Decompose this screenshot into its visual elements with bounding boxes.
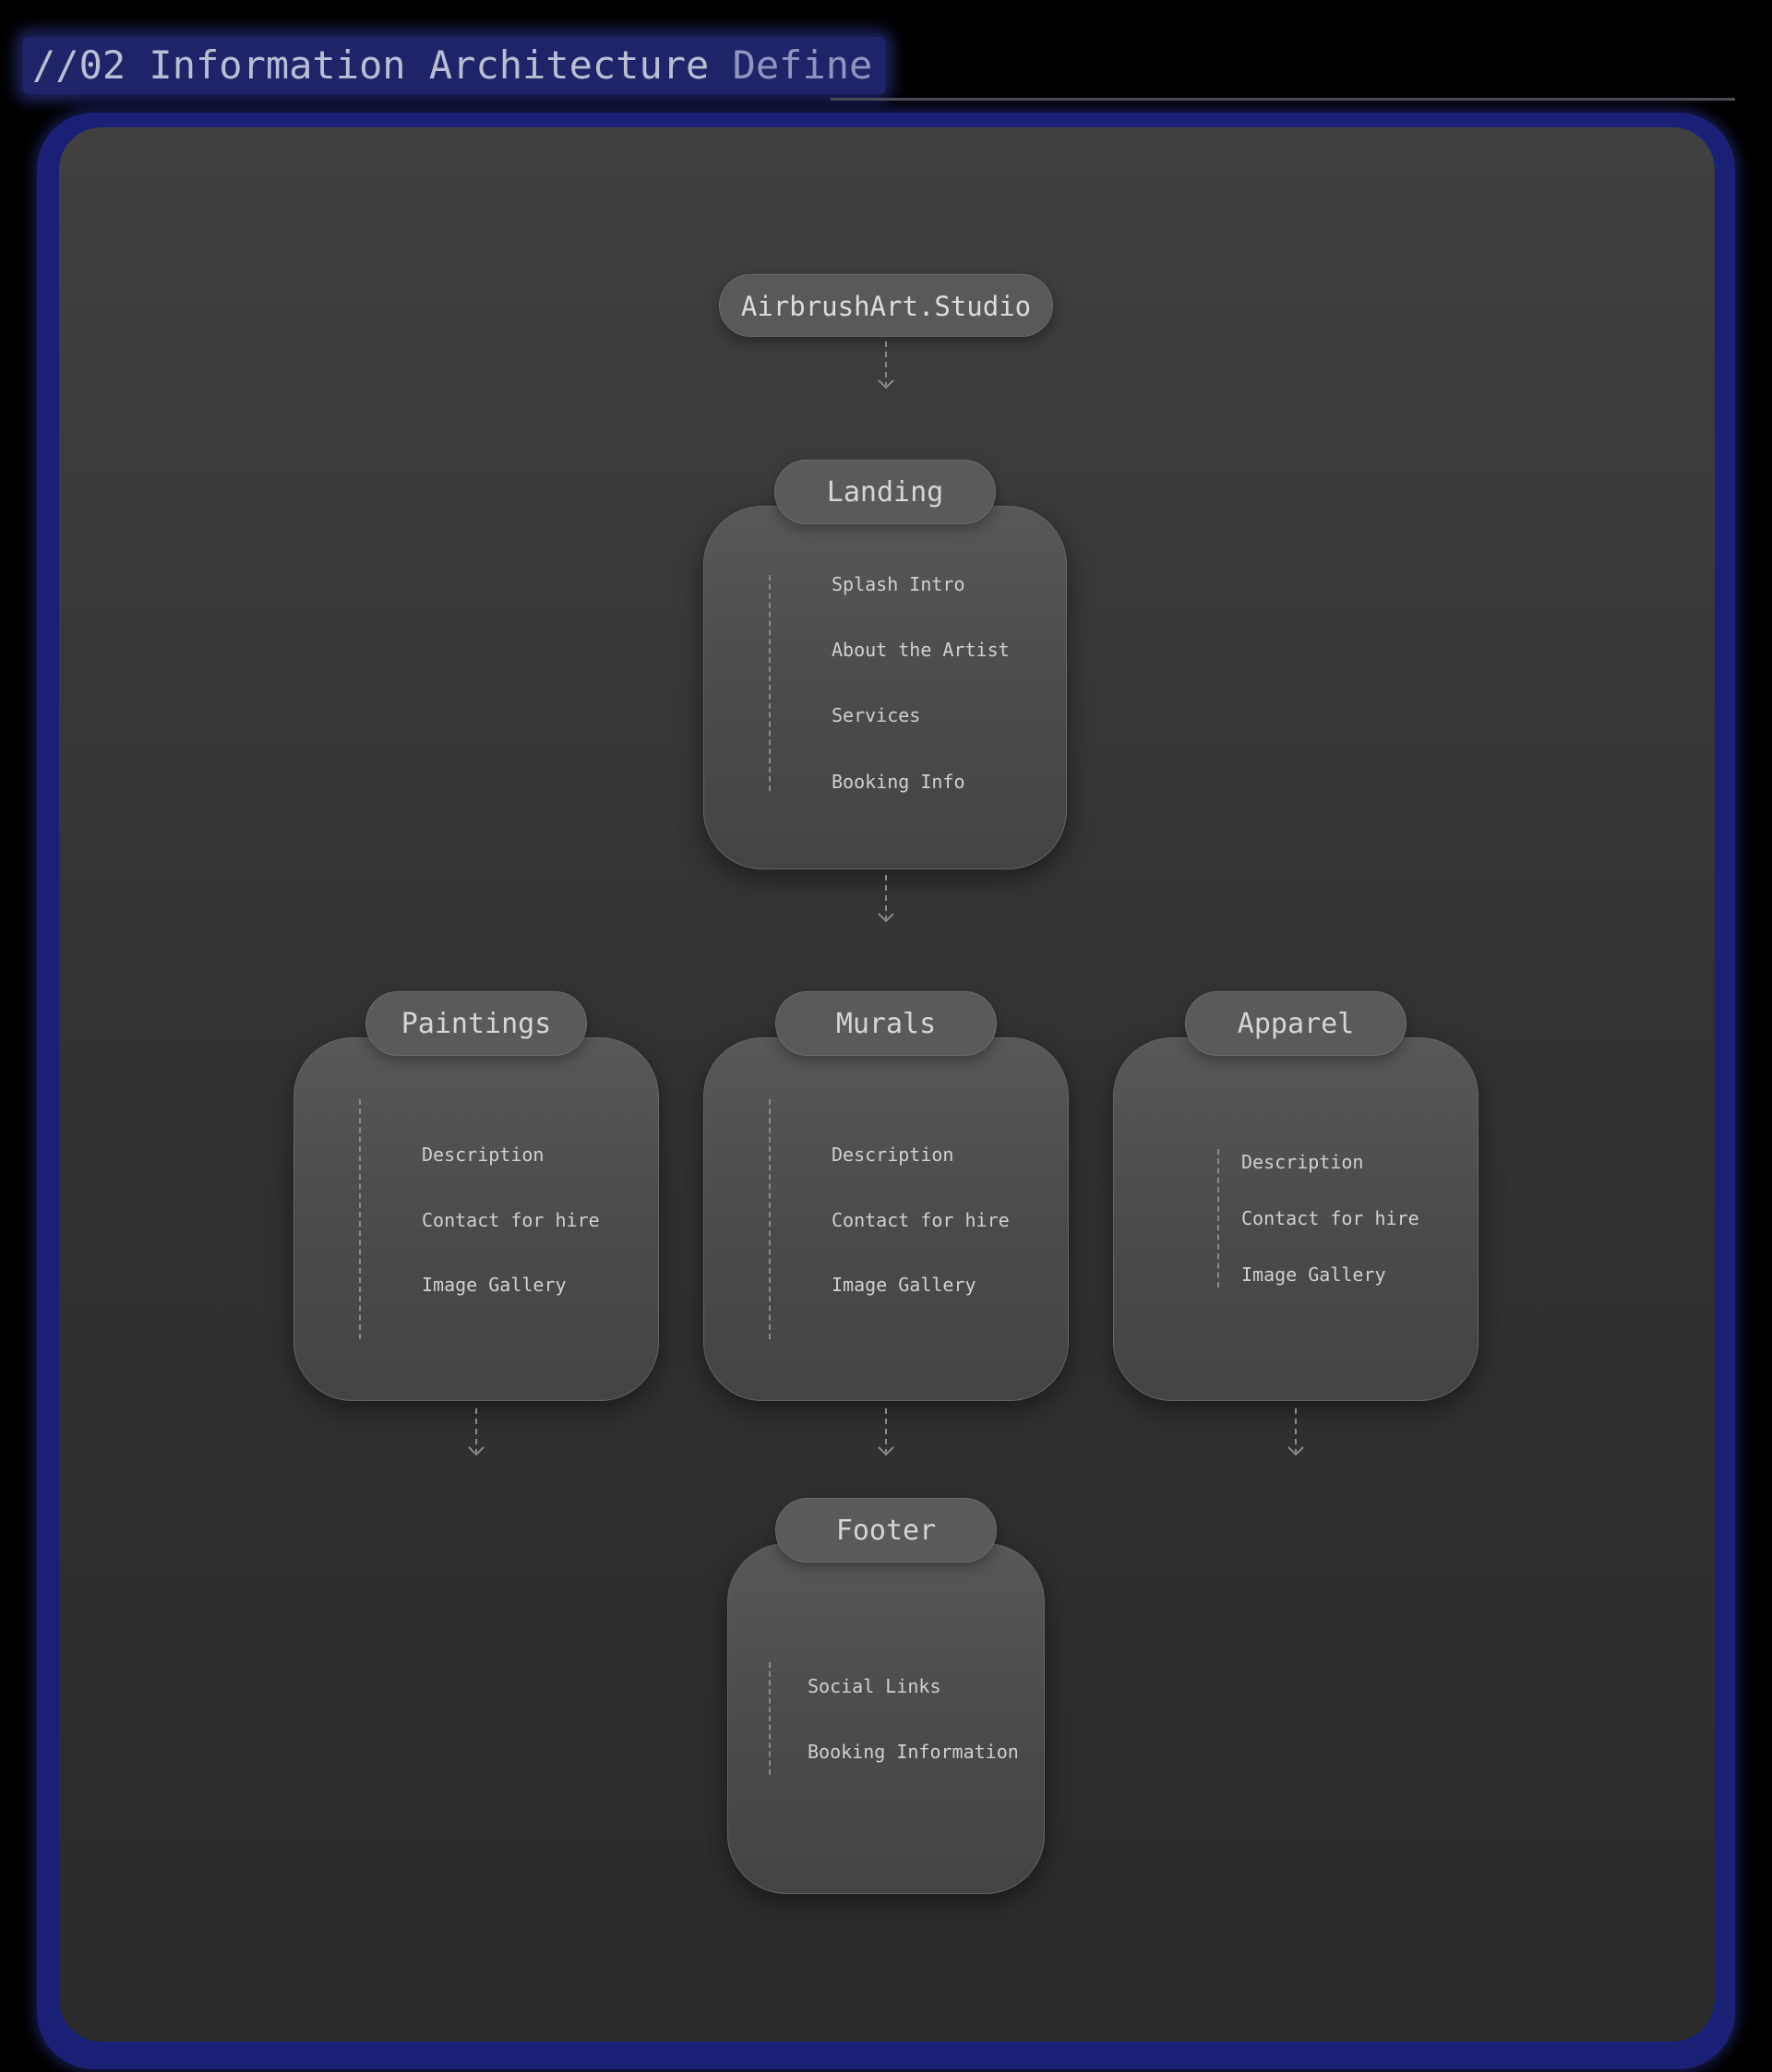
footer-label: Footer xyxy=(775,1498,997,1563)
murals-card: Description Contact for hire Image Galle… xyxy=(703,1037,1069,1401)
page-title: //02 Information Architecture Define xyxy=(23,37,886,94)
title-divider xyxy=(831,98,1735,101)
footer-card: Social Links Booking Information xyxy=(727,1543,1045,1894)
connector-root-landing xyxy=(878,341,894,389)
paintings-item-description: Description xyxy=(422,1144,545,1166)
footer-item-booking-information: Booking Information xyxy=(808,1741,1019,1763)
landing-item-list: Splash Intro About the Artist Services B… xyxy=(769,573,1010,793)
murals-item-gallery: Image Gallery xyxy=(832,1274,976,1296)
landing-card: Splash Intro About the Artist Services B… xyxy=(703,506,1067,869)
diagram-canvas: AirbrushArt.Studio Splash Intro About th… xyxy=(59,127,1715,2042)
paintings-label: Paintings xyxy=(365,991,587,1056)
landing-label: Landing xyxy=(774,460,996,524)
apparel-item-list: Description Contact for hire Image Galle… xyxy=(1217,1149,1419,1288)
murals-item-list: Description Contact for hire Image Galle… xyxy=(769,1099,1010,1339)
apparel-item-gallery: Image Gallery xyxy=(1241,1264,1386,1286)
page-title-main: //02 Information Architecture xyxy=(32,42,710,88)
murals-item-contact: Contact for hire xyxy=(832,1209,1010,1231)
murals-label: Murals xyxy=(775,991,997,1056)
apparel-card: Description Contact for hire Image Galle… xyxy=(1113,1037,1479,1401)
paintings-item-list: Description Contact for hire Image Galle… xyxy=(359,1099,600,1339)
apparel-item-description: Description xyxy=(1241,1151,1364,1173)
paintings-item-contact: Contact for hire xyxy=(422,1209,600,1231)
landing-item-splash-intro: Splash Intro xyxy=(832,573,965,595)
connector-murals-footer xyxy=(878,1408,894,1456)
root-node: AirbrushArt.Studio xyxy=(719,274,1053,337)
connector-apparel-footer xyxy=(1287,1408,1304,1456)
landing-item-about-artist: About the Artist xyxy=(832,639,1010,661)
connector-paintings-footer xyxy=(468,1408,485,1456)
footer-item-list: Social Links Booking Information xyxy=(769,1662,1019,1775)
murals-item-description: Description xyxy=(832,1144,954,1166)
connector-landing-sections xyxy=(878,875,894,923)
footer-item-social-links: Social Links xyxy=(808,1675,941,1697)
apparel-label: Apparel xyxy=(1185,991,1407,1056)
paintings-item-gallery: Image Gallery xyxy=(422,1274,567,1296)
landing-item-services: Services xyxy=(832,704,921,726)
page-title-accent: Define xyxy=(709,42,873,88)
apparel-item-contact: Contact for hire xyxy=(1241,1207,1419,1229)
paintings-card: Description Contact for hire Image Galle… xyxy=(293,1037,659,1401)
landing-item-booking-info: Booking Info xyxy=(832,771,965,793)
